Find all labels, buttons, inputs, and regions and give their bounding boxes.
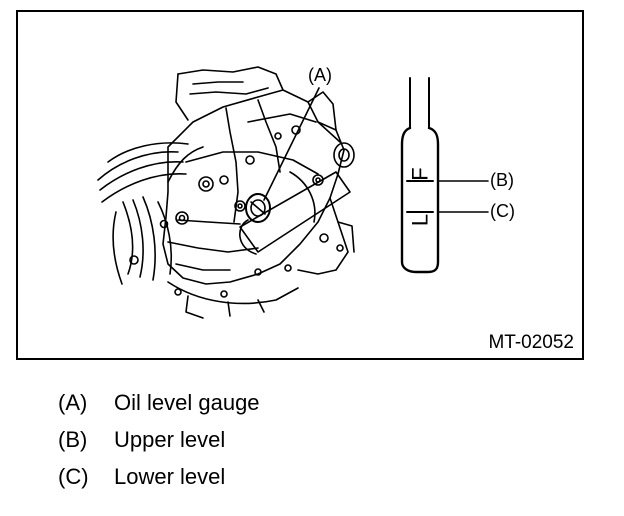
- callout-a-leader: [263, 87, 320, 201]
- legend-text: Upper level: [114, 427, 226, 452]
- legend-item-c: (C) Lower level: [58, 464, 260, 501]
- transmission-case: [162, 66, 345, 296]
- legend-text: Lower level: [114, 464, 226, 489]
- figure-frame: F L (A) (B) (C) MT-02052: [16, 10, 584, 360]
- callout-c-label: (C): [490, 201, 515, 221]
- oil-level-gauge-in-case: [245, 193, 271, 223]
- figure-id: MT-02052: [488, 332, 574, 353]
- legend-key: (A): [58, 390, 88, 415]
- gauge-mark-upper: F: [408, 167, 433, 180]
- case-tube: [239, 121, 355, 275]
- callout-a-label: (A): [308, 65, 332, 85]
- legend-item-a: (A) Oil level gauge: [58, 390, 260, 427]
- transmission-illustration: F L: [97, 66, 489, 319]
- dipstick: [400, 77, 440, 274]
- wiring-harness: [97, 142, 204, 285]
- legend-text: Oil level gauge: [114, 390, 260, 415]
- legend-key: (B): [58, 427, 88, 452]
- callout-b-label: (B): [490, 170, 514, 190]
- lower-housing: [167, 281, 299, 319]
- legend-item-b: (B) Upper level: [58, 427, 260, 464]
- gauge-mark-lower: L: [408, 214, 433, 226]
- legend-key: (C): [58, 464, 89, 489]
- legend: (A) Oil level gauge (B) Upper level (C) …: [58, 390, 260, 501]
